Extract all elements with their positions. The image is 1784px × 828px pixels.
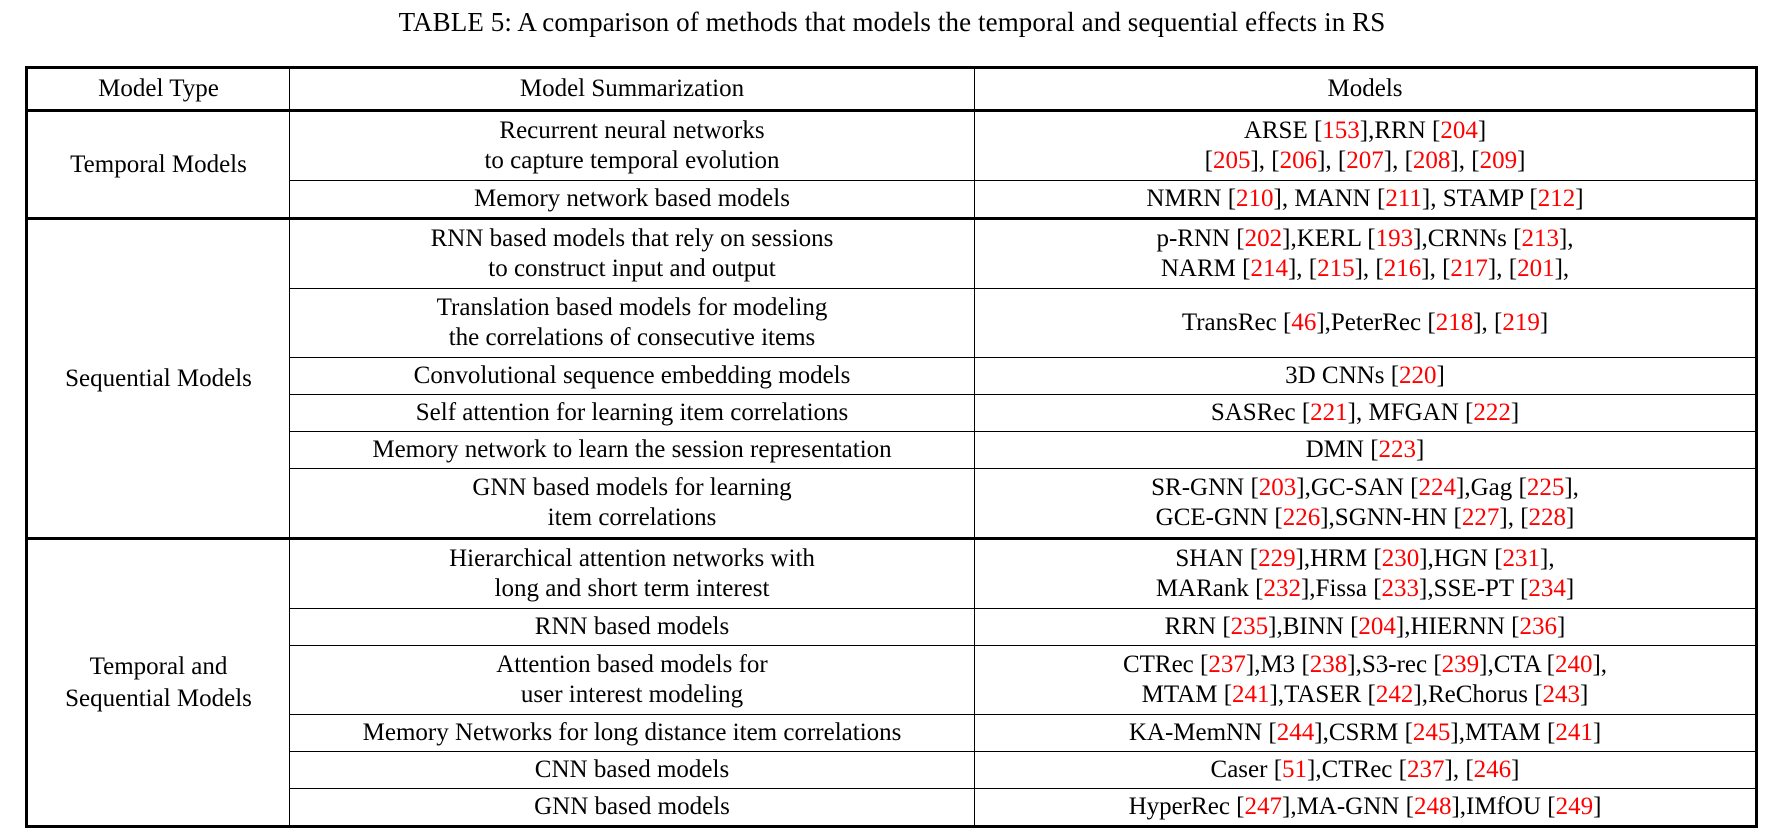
comparison-table: Model Type Model Summarization Models Te… (25, 66, 1758, 828)
model-summarization-cell: Memory Networks for long distance item c… (289, 714, 975, 752)
models-cell: CTRec [237],M3 [238],S3-rec [239],CTA [2… (974, 645, 1757, 715)
column-header-models: Models (974, 67, 1757, 112)
table-row: Self attention for learning item correla… (27, 394, 1757, 432)
table-caption: TABLE 5: A comparison of methods that mo… (398, 7, 1386, 37)
model-summarization-cell: CNN based models (289, 751, 975, 789)
models-cell: SHAN [229],HRM [230],HGN [231],MARank [2… (974, 537, 1757, 609)
models-cell: p-RNN [202],KERL [193],CRNNs [213],NARM … (974, 217, 1757, 289)
models-cell: TransRec [46],PeterRec [218], [219] (974, 288, 1757, 358)
models-cell: HyperRec [247],MA-GNN [248],IMfOU [249] (974, 788, 1757, 827)
model-summarization-cell: Convolutional sequence embedding models (289, 357, 975, 395)
model-type-cell: Temporal Models (26, 109, 290, 219)
model-summarization-cell: Memory network based models (289, 180, 975, 219)
header-row: Model Type Model Summarization Models (26, 67, 1757, 112)
models-cell: Caser [51],CTRec [237], [246] (974, 751, 1757, 789)
models-cell: NMRN [210], MANN [211], STAMP [212] (974, 180, 1757, 219)
model-summarization-cell: Memory network to learn the session repr… (289, 431, 975, 469)
table-container: Model Type Model Summarization Models Te… (25, 66, 1758, 828)
models-cell: KA-MemNN [244],CSRM [245],MTAM [241] (974, 714, 1757, 752)
model-summarization-cell: GNN based models (289, 788, 975, 827)
models-cell: 3D CNNs [220] (974, 357, 1757, 395)
table-head: Model Type Model Summarization Models (26, 67, 1757, 112)
models-cell: ARSE [153],RRN [204][205], [206], [207],… (974, 109, 1757, 181)
column-header-model-type: Model Type (26, 67, 290, 112)
model-type-cell: Sequential Models (26, 217, 290, 539)
column-header-model-summarization: Model Summarization (289, 67, 975, 112)
models-cell: SR-GNN [203],GC-SAN [224],Gag [225],GCE-… (974, 468, 1757, 539)
models-cell: DMN [223] (974, 431, 1757, 469)
models-cell: SASRec [221], MFGAN [222] (974, 394, 1757, 432)
model-summarization-cell: RNN based models (289, 608, 975, 646)
table-row: Memory network to learn the session repr… (27, 431, 1757, 469)
models-cell: RRN [235],BINN [204],HIERNN [236] (974, 608, 1757, 646)
table-row: Memory Networks for long distance item c… (27, 714, 1757, 752)
model-summarization-cell: Self attention for learning item correla… (289, 394, 975, 432)
